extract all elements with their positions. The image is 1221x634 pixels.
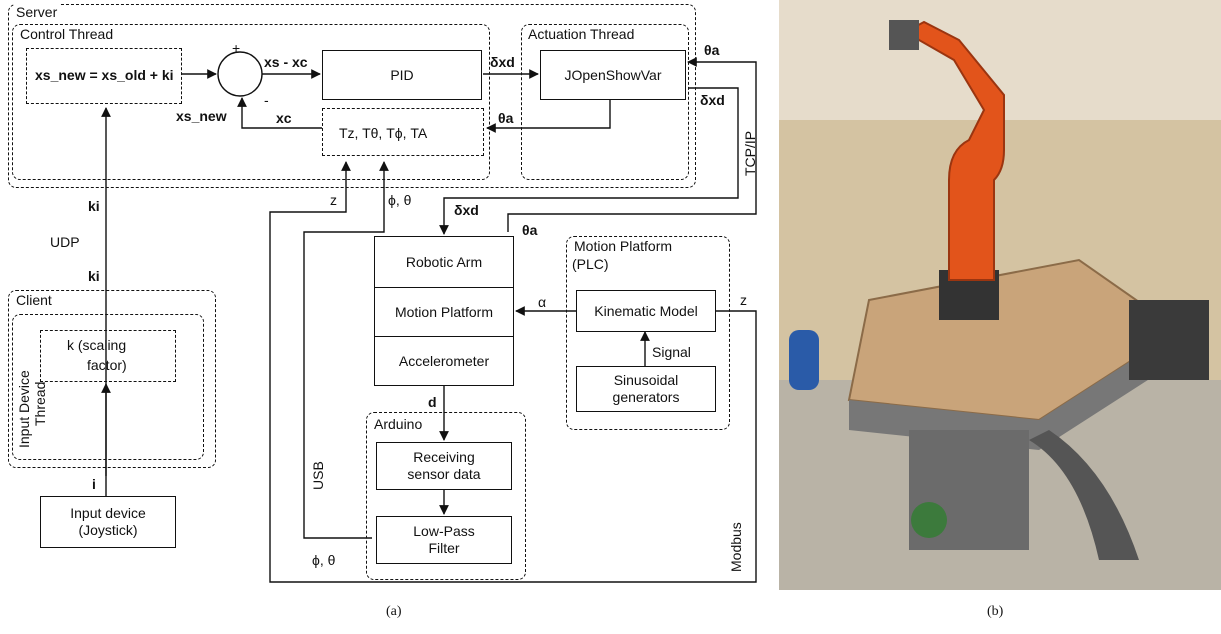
xs-new-label: xs_new — [176, 108, 227, 124]
input-device-box: Input device (Joystick) — [40, 496, 176, 548]
theta-a-back: θa — [498, 110, 513, 126]
receiving-sensor-box: Receiving sensor data — [376, 442, 512, 490]
low-pass-filter-box: Low-Pass Filter — [376, 516, 512, 564]
end-effector — [889, 20, 919, 50]
sinusoidal-generators-box: Sinusoidal generators — [576, 366, 716, 412]
input-thread-label-2: Thread — [32, 382, 48, 426]
accelerometer-box: Accelerometer — [374, 336, 514, 386]
pid-label: PID — [390, 67, 413, 84]
robotic-arm-label: Robotic Arm — [406, 254, 482, 271]
kinematic-model-label: Kinematic Model — [594, 303, 698, 320]
equipment-rack — [1129, 300, 1209, 380]
ki-top: ki — [88, 198, 100, 214]
signal-label: Signal — [652, 344, 691, 360]
i-label: i — [92, 476, 96, 492]
generators-line2: generators — [613, 389, 680, 406]
error-label: xs - xc — [264, 54, 308, 70]
sum-minus: - — [264, 92, 269, 108]
filter-line1: Low-Pass — [413, 523, 474, 540]
blue-tank — [789, 330, 819, 390]
input-thread-label-1: Input Device — [16, 370, 32, 448]
client-title: Client — [14, 292, 54, 308]
delta-xd-out: δxd — [700, 92, 725, 108]
actuation-thread-group — [521, 24, 689, 180]
transform-label: Tz, Tθ, Tϕ, TA — [339, 125, 427, 141]
arduino-title: Arduino — [372, 416, 424, 432]
plc-subtitle: (PLC) — [572, 256, 609, 272]
receiving-line1: Receiving — [413, 449, 474, 466]
receiving-line2: sensor data — [407, 466, 480, 483]
motion-platform-label: Motion Platform — [395, 304, 493, 321]
robotic-arm-box: Robotic Arm — [374, 236, 514, 288]
transform-box: Tz, Tθ, Tϕ, TA — [322, 108, 484, 156]
update-equation-box: xs_new = xs_old + ki — [26, 48, 182, 104]
pid-box: PID — [322, 50, 482, 100]
generators-line1: Sinusoidal — [614, 372, 679, 389]
actuation-thread-title: Actuation Thread — [526, 26, 636, 42]
scaling-label-1: k (scaling — [67, 337, 126, 353]
phi-theta-filter: ϕ, θ — [312, 552, 335, 568]
phi-theta-transform: ϕ, θ — [388, 192, 411, 208]
modbus-label: Modbus — [728, 522, 744, 572]
jopenshowvar-label: JOpenShowVar — [564, 67, 661, 84]
motion-platform-box: Motion Platform — [374, 287, 514, 337]
kinematic-model-box: Kinematic Model — [576, 290, 716, 332]
accelerometer-label: Accelerometer — [399, 353, 489, 370]
jopenshowvar-box: JOpenShowVar — [540, 50, 686, 100]
udp-label: UDP — [50, 234, 80, 250]
scaling-box: k (scaling factor) — [40, 330, 176, 382]
input-device-line2: (Joystick) — [78, 522, 137, 539]
robot-photo — [779, 0, 1221, 590]
green-cable — [911, 502, 947, 538]
update-equation: xs_new = xs_old + ki — [35, 67, 174, 83]
input-device-line1: Input device — [70, 505, 146, 522]
tcpip-label: TCP/IP — [742, 131, 758, 176]
control-thread-title: Control Thread — [18, 26, 115, 42]
scaling-label-2: factor) — [87, 357, 127, 373]
filter-line2: Filter — [428, 540, 459, 557]
plc-title: Motion Platform — [572, 238, 674, 254]
alpha-label: α — [538, 294, 546, 310]
server-title: Server — [14, 4, 59, 20]
usb-label: USB — [310, 461, 326, 490]
ki-bottom: ki — [88, 268, 100, 284]
delta-xd-arm: δxd — [454, 202, 479, 218]
sum-plus: + — [232, 40, 240, 56]
d-label: d — [428, 394, 437, 410]
xc-label: xc — [276, 110, 292, 126]
caption-a: (a) — [386, 604, 402, 620]
z-transform: z — [330, 192, 337, 208]
caption-b: (b) — [987, 604, 1003, 620]
delta-xd-pid: δxd — [490, 54, 515, 70]
theta-a-in: θa — [704, 42, 719, 58]
z-plc: z — [740, 292, 747, 308]
theta-a-arm: θa — [522, 222, 537, 238]
